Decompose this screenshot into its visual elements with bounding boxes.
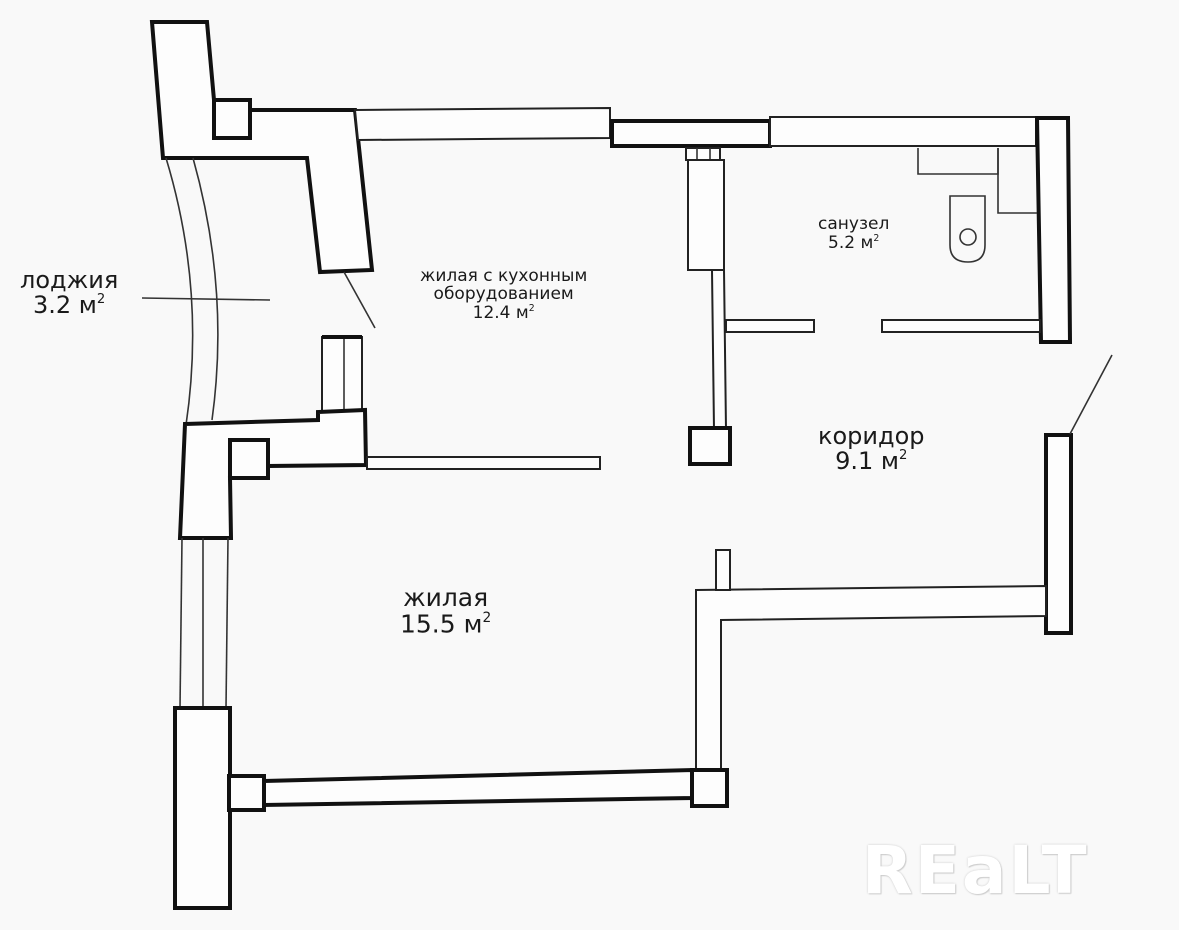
partition-vertical	[710, 269, 728, 431]
bath-niche	[997, 148, 1037, 214]
wall-top-left	[149, 20, 375, 275]
room-name-bathroom: санузел	[818, 214, 890, 234]
bath-shelf	[917, 148, 999, 175]
realt-watermark-logo: REaLT	[862, 832, 1089, 909]
room-area-loggia: 3.2 м2	[32, 291, 106, 320]
room-area-bathroom: 5.2 м2	[828, 232, 880, 253]
wall-entry-right	[1044, 433, 1073, 635]
loggia-leader	[141, 297, 271, 301]
room-label-kitchen-living: жилая с кухонным оборудованием 12.4 м2	[420, 266, 588, 323]
wall-bottom-left	[173, 706, 232, 910]
wall-right-bath	[1034, 116, 1073, 344]
entry-door-swing	[1069, 354, 1113, 435]
room-name-loggia: лоджия	[20, 266, 119, 294]
bath-wall-right	[881, 319, 1041, 333]
room-name-kitchen-line2: оборудованием	[433, 283, 574, 304]
wall-top-bath	[769, 116, 1037, 147]
toilet-icon	[949, 195, 986, 263]
kitchen-door-swing	[343, 271, 376, 329]
wall-top-mid	[610, 119, 772, 148]
toilet-bowl-icon	[959, 228, 977, 246]
room-label-living: жилая 15.5 м2	[400, 583, 492, 639]
column-small	[688, 426, 732, 466]
wall-bottom-column	[690, 768, 729, 808]
loggia-door-frame	[321, 336, 363, 414]
wall-bottom-stub	[227, 774, 266, 812]
loggia-window-outer	[165, 157, 194, 426]
loggia-window-inner	[192, 157, 219, 421]
bath-wall-left	[725, 319, 815, 333]
room-area-corridor: 9.1 м2	[835, 447, 908, 476]
room-name-living: жилая	[403, 583, 489, 612]
vent-shaft	[687, 159, 725, 271]
room-name-kitchen-line1: жилая с кухонным	[420, 266, 588, 286]
room-area-kitchen: 12.4 м2	[472, 302, 535, 323]
room-area-living: 15.5 м2	[400, 609, 492, 639]
vent-shaft-top	[685, 147, 721, 161]
partition-kitchen-living	[366, 456, 601, 470]
corridor-stub	[715, 549, 731, 591]
room-label-bathroom: санузел 5.2 м2	[818, 214, 890, 253]
room-label-loggia: лоджия 3.2 м2	[20, 266, 119, 320]
wall-mid-left	[177, 407, 369, 540]
wall-corridor-bottom	[695, 584, 1047, 771]
wall-niche-top-left	[212, 98, 252, 140]
room-label-corridor: коридор 9.1 м2	[818, 422, 925, 476]
room-name-corridor: коридор	[818, 422, 925, 450]
wall-niche-mid-left	[228, 438, 270, 480]
wall-top-kitchen	[353, 106, 611, 142]
wall-bottom	[262, 767, 694, 808]
